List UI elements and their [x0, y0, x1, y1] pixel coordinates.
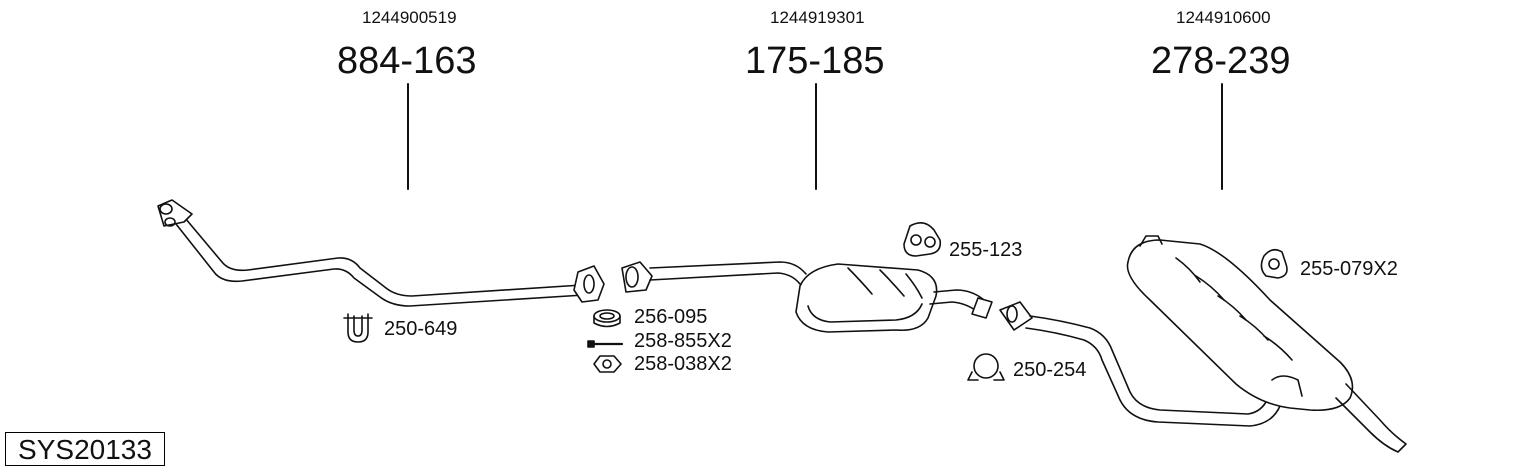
sealing-ring-icon — [593, 309, 621, 328]
accessory-label-250-649[interactable]: 250-649 — [384, 318, 458, 340]
system-code-box: SYS20133 — [5, 432, 165, 466]
rear-muffler-drawing — [999, 235, 1407, 453]
oem-number-3: 1244910600 — [1176, 8, 1271, 27]
rubber-mount-icon-255-123 — [903, 222, 942, 257]
pipe-clamp-icon-250-254 — [967, 353, 1005, 381]
part-number-2[interactable]: 175-185 — [745, 40, 885, 82]
nut-icon — [593, 355, 622, 373]
rubber-mount-icon-255-079X2 — [1260, 248, 1288, 279]
accessory-label-255-079X2[interactable]: 255-079X2 — [1300, 258, 1398, 280]
bolt-icon — [587, 340, 624, 348]
u-clamp-icon — [343, 313, 373, 343]
accessory-label-256-095[interactable]: 256-095 — [634, 306, 708, 328]
middle-muffler-drawing — [621, 261, 993, 333]
oem-number-1: 1244900519 — [362, 8, 457, 27]
accessory-label-258-855X2[interactable]: 258-855X2 — [634, 330, 732, 352]
accessory-label-255-123[interactable]: 255-123 — [949, 239, 1023, 261]
accessory-label-250-254[interactable]: 250-254 — [1013, 359, 1087, 381]
front-pipe-drawing — [157, 199, 605, 307]
part-number-1[interactable]: 884-163 — [337, 40, 477, 82]
part-number-3[interactable]: 278-239 — [1151, 40, 1291, 82]
accessory-label-258-038X2[interactable]: 258-038X2 — [634, 353, 732, 375]
oem-number-2: 1244919301 — [770, 8, 865, 27]
